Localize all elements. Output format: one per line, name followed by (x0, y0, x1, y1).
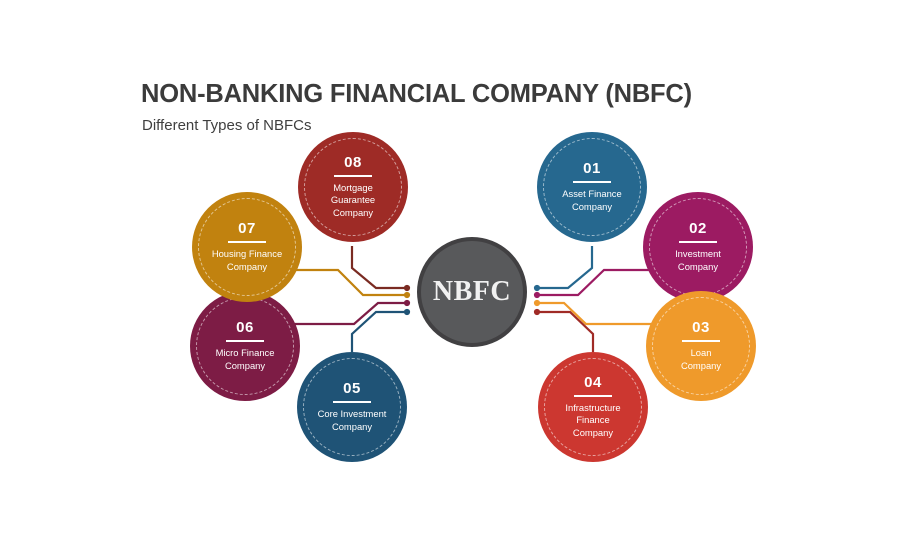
node-label: Asset Finance Company (562, 188, 622, 212)
connector-endpoint-02 (533, 291, 541, 299)
page-title: NON-BANKING FINANCIAL COMPANY (NBFC) (141, 80, 692, 108)
connector-endpoint-05 (403, 308, 411, 316)
node-number: 06 (236, 319, 254, 337)
node-divider (574, 394, 612, 397)
node-label: Investment Company (675, 248, 721, 272)
node-label: Loan Company (680, 347, 722, 371)
connector-endpoint-01 (533, 284, 541, 292)
node-label: Infrastructure Finance Company (565, 401, 621, 438)
node-divider (334, 174, 372, 177)
connector-endpoint-08 (403, 284, 411, 292)
node-divider (228, 241, 266, 244)
connector-endpoint-04 (533, 308, 541, 316)
node-divider (226, 340, 264, 343)
connector-06 (247, 299, 411, 326)
node-label: Core Investment Company (317, 408, 387, 432)
node-divider (679, 241, 717, 244)
connector-endpoint-07 (403, 291, 411, 299)
node-divider (333, 401, 371, 404)
node-label: Mortgage Guarantee Company (330, 181, 376, 218)
node-label: Micro Finance Company (215, 347, 275, 371)
connector-04 (533, 308, 595, 352)
node-number: 07 (238, 220, 256, 238)
node-number: 04 (584, 373, 602, 391)
node-number: 08 (344, 153, 362, 171)
connector-08 (350, 246, 411, 292)
node-divider (573, 181, 611, 184)
node-number: 02 (689, 220, 707, 238)
center-node-nbfc[interactable]: NBFC (417, 237, 527, 347)
connector-05 (350, 308, 411, 352)
node-number: 03 (692, 319, 710, 337)
connector-endpoint-03 (533, 299, 541, 307)
page-subtitle: Different Types of NBFCs (142, 117, 312, 134)
node-number: 05 (343, 380, 361, 398)
connector-03 (533, 299, 701, 326)
connector-endpoint-06 (403, 299, 411, 307)
connector-01 (533, 246, 594, 292)
node-number: 01 (583, 160, 601, 178)
node-divider (682, 340, 720, 343)
center-node-label: NBFC (432, 276, 512, 307)
node-label: Housing Finance Company (211, 248, 283, 272)
